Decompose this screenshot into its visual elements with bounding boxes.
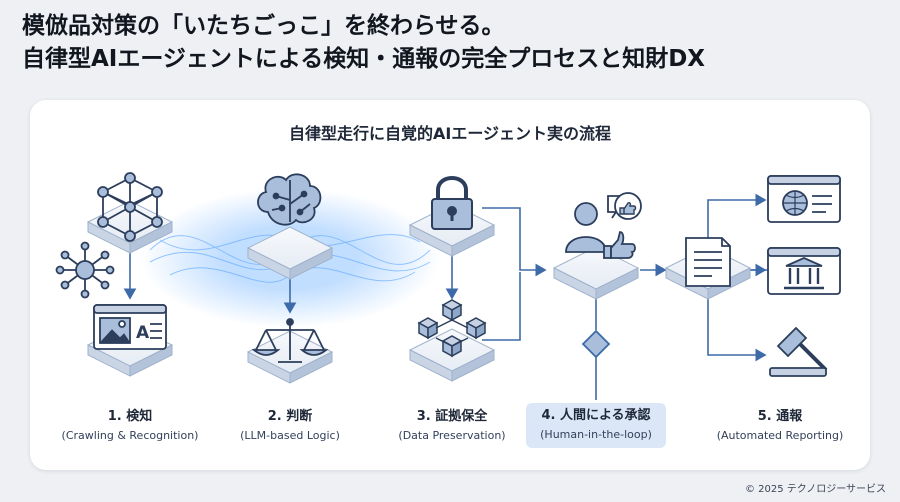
stage-5-label: 5. 通報 (Automated Reporting): [695, 407, 865, 445]
web-browser-icon: [767, 175, 841, 223]
svg-text:A: A: [136, 323, 150, 343]
stage-5-subtitle: (Automated Reporting): [716, 429, 844, 442]
diagram-title: 自律型走行に自覚的AIエージェント実の流程: [288, 124, 612, 143]
ai-brain-icon: [257, 173, 322, 226]
thumbs-up-icon: [603, 192, 642, 259]
stage-1-title: 1. 検知: [107, 409, 153, 424]
stage-3-graphics: [409, 176, 495, 382]
stage-2-title: 2. 判断: [267, 409, 313, 424]
image-recognition-window-icon: A: [93, 304, 167, 350]
stage-1-subtitle: (Crawling & Recognition): [61, 429, 199, 442]
network-graph-icon: [97, 172, 163, 242]
stage-1-graphics: A: [55, 172, 173, 377]
government-building-icon: [767, 247, 841, 295]
stage-1-label: 1. 検知 (Crawling & Recognition): [45, 407, 215, 445]
stage-3-label: 3. 証拠保全 (Data Preservation): [367, 407, 537, 445]
data-blocks-icon: [417, 299, 487, 358]
user-approval-icon: [565, 202, 607, 253]
balance-scale-icon: [251, 318, 329, 363]
stage-2-graphics: [247, 173, 333, 384]
stage-4-title: 4. 人間による承認: [541, 408, 651, 423]
headline: 模倣品対策の「いたちごっこ」を終わらせる。 自律型AIエージェントによる検知・通…: [22, 10, 882, 76]
stage-4-subtitle: (Human-in-the-loop): [540, 428, 652, 441]
stage-5-graphics: [665, 175, 841, 377]
stage-3-title: 3. 証拠保全: [416, 409, 488, 424]
report-document-icon: [685, 237, 731, 287]
gavel-icon: [769, 326, 828, 377]
stage-2-subtitle: (LLM-based Logic): [240, 429, 340, 442]
connectors: [123, 193, 768, 400]
stage-5-title: 5. 通報: [757, 409, 803, 424]
headline-line-1: 模倣品対策の「いたちごっこ」を終わらせる。: [22, 13, 505, 39]
stage-4-label: 4. 人間による承認 (Human-in-the-loop): [526, 403, 666, 448]
padlock-icon: [431, 176, 473, 230]
stage-4-graphics: [553, 192, 642, 359]
hub-node-icon: [55, 241, 115, 299]
decision-diamond-icon: [581, 329, 611, 359]
copyright-notice: © 2025 テクノロジーサービス: [744, 484, 886, 495]
stage-2-label: 2. 判断 (LLM-based Logic): [205, 407, 375, 445]
stage-3-subtitle: (Data Preservation): [398, 429, 506, 442]
headline-line-2: 自律型AIエージェントによる検知・通報の完全プロセスと知財DX: [22, 46, 706, 72]
